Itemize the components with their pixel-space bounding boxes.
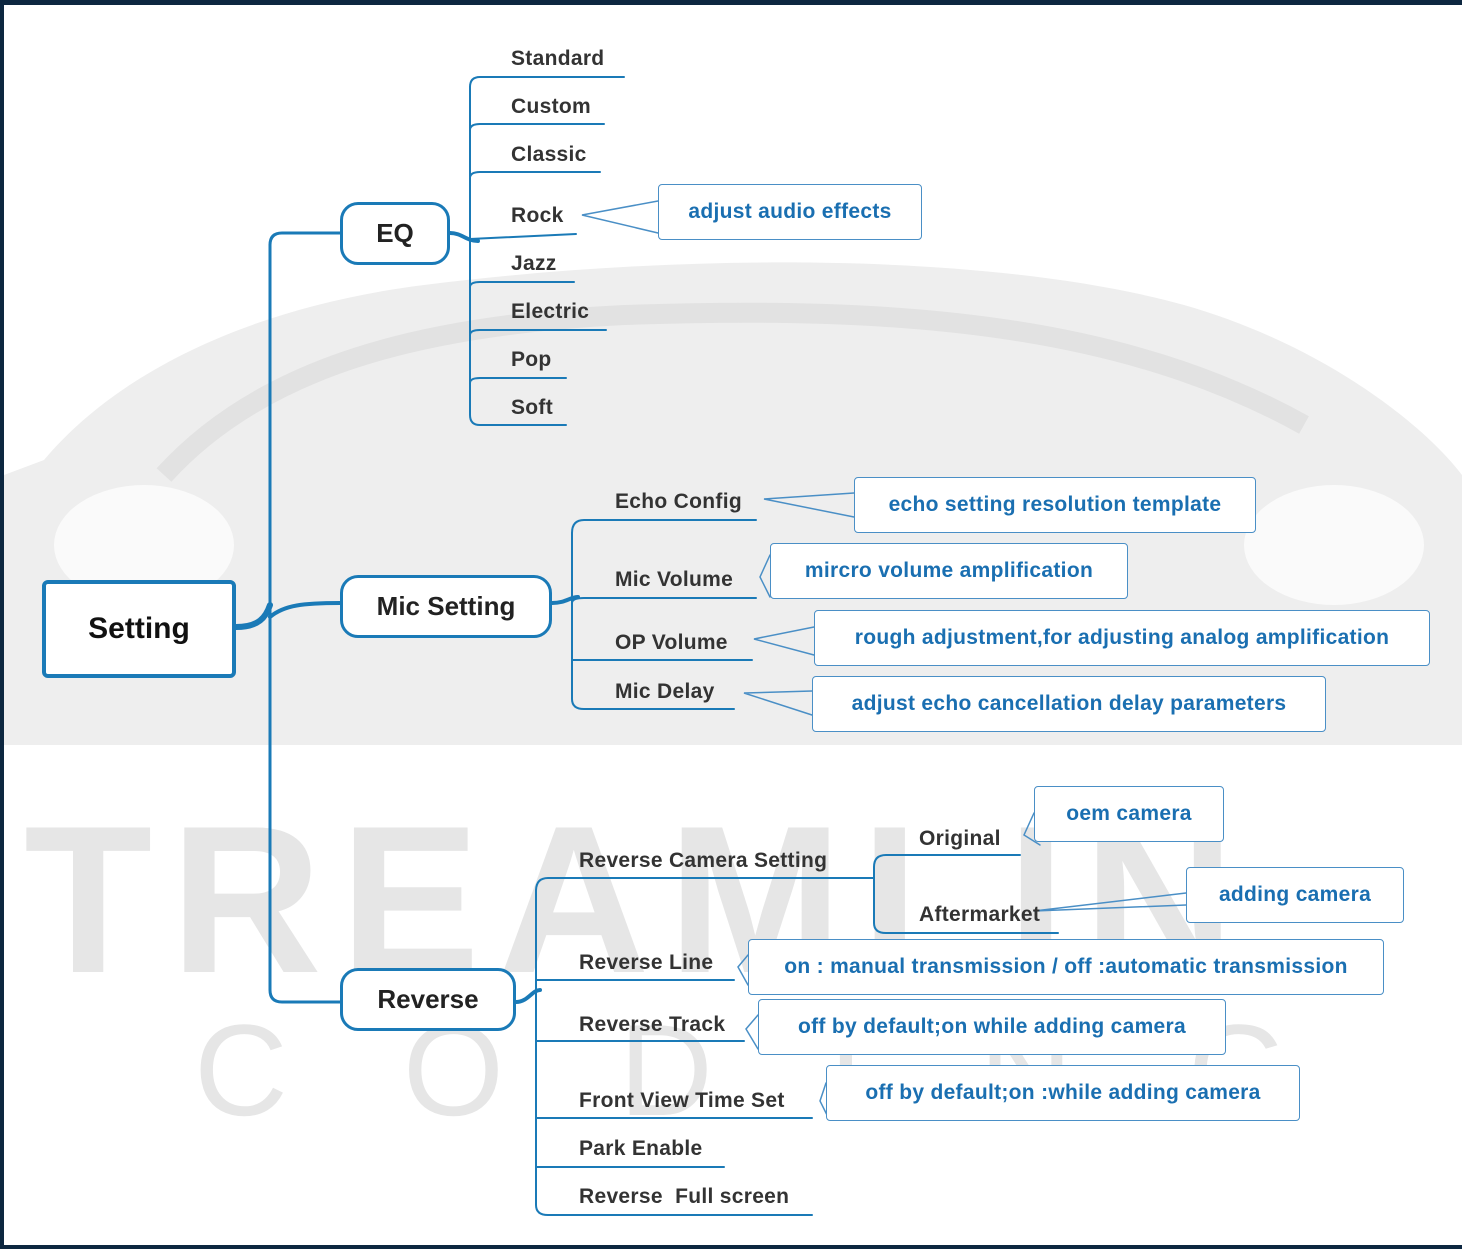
eq-item-rock[interactable]: Rock (511, 204, 564, 227)
note-eq: adjust audio effects (658, 184, 922, 240)
eq-item-standard[interactable]: Standard (511, 47, 605, 70)
mic-item-op-volume[interactable]: OP Volume (615, 631, 728, 654)
reverse-item-full-screen[interactable]: Reverse Full screen (579, 1185, 790, 1208)
category-reverse-label: Reverse (377, 984, 479, 1014)
connector-lines (233, 76, 1187, 1216)
category-eq-label: EQ (376, 218, 414, 248)
reverse-item-front-view[interactable]: Front View Time Set (579, 1089, 785, 1112)
mic-item-echo-config[interactable]: Echo Config (615, 490, 742, 513)
eq-item-soft[interactable]: Soft (511, 396, 554, 419)
root-node-setting[interactable]: Setting (42, 580, 236, 678)
diagram-frame: TREAMLIN CODING (4, 5, 1462, 1245)
category-mic-label: Mic Setting (376, 591, 516, 621)
category-eq[interactable]: EQ (340, 202, 450, 265)
note-reverse-track: off by default;on while adding camera (758, 999, 1226, 1055)
mic-item-mic-volume[interactable]: Mic Volume (615, 568, 734, 591)
note-echo-config: echo setting resolution template (854, 477, 1256, 533)
note-adding-camera: adding camera (1186, 867, 1404, 923)
camera-option-aftermarket[interactable]: Aftermarket (919, 903, 1041, 926)
eq-item-jazz[interactable]: Jazz (511, 252, 557, 275)
eq-item-classic[interactable]: Classic (511, 143, 587, 166)
eq-item-pop[interactable]: Pop (511, 348, 552, 371)
note-mic-volume: mircro volume amplification (770, 543, 1128, 599)
reverse-item-camera-setting[interactable]: Reverse Camera Setting (579, 849, 828, 872)
note-op-volume: rough adjustment,for adjusting analog am… (814, 610, 1430, 666)
note-reverse-line: on : manual transmission / off :automati… (748, 939, 1384, 995)
note-mic-delay: adjust echo cancellation delay parameter… (812, 676, 1326, 732)
root-label: Setting (88, 612, 190, 645)
note-front-view: off by default;on :while adding camera (826, 1065, 1300, 1121)
reverse-item-track[interactable]: Reverse Track (579, 1013, 726, 1036)
eq-item-custom[interactable]: Custom (511, 95, 591, 118)
reverse-item-park-enable[interactable]: Park Enable (579, 1137, 703, 1160)
reverse-item-line[interactable]: Reverse Line (579, 951, 714, 974)
camera-option-original[interactable]: Original (919, 827, 1001, 850)
eq-item-electric[interactable]: Electric (511, 300, 590, 323)
note-oem-camera: oem camera (1034, 786, 1224, 842)
category-mic-setting[interactable]: Mic Setting (340, 575, 552, 638)
mic-item-mic-delay[interactable]: Mic Delay (615, 680, 715, 703)
category-reverse[interactable]: Reverse (340, 968, 516, 1031)
